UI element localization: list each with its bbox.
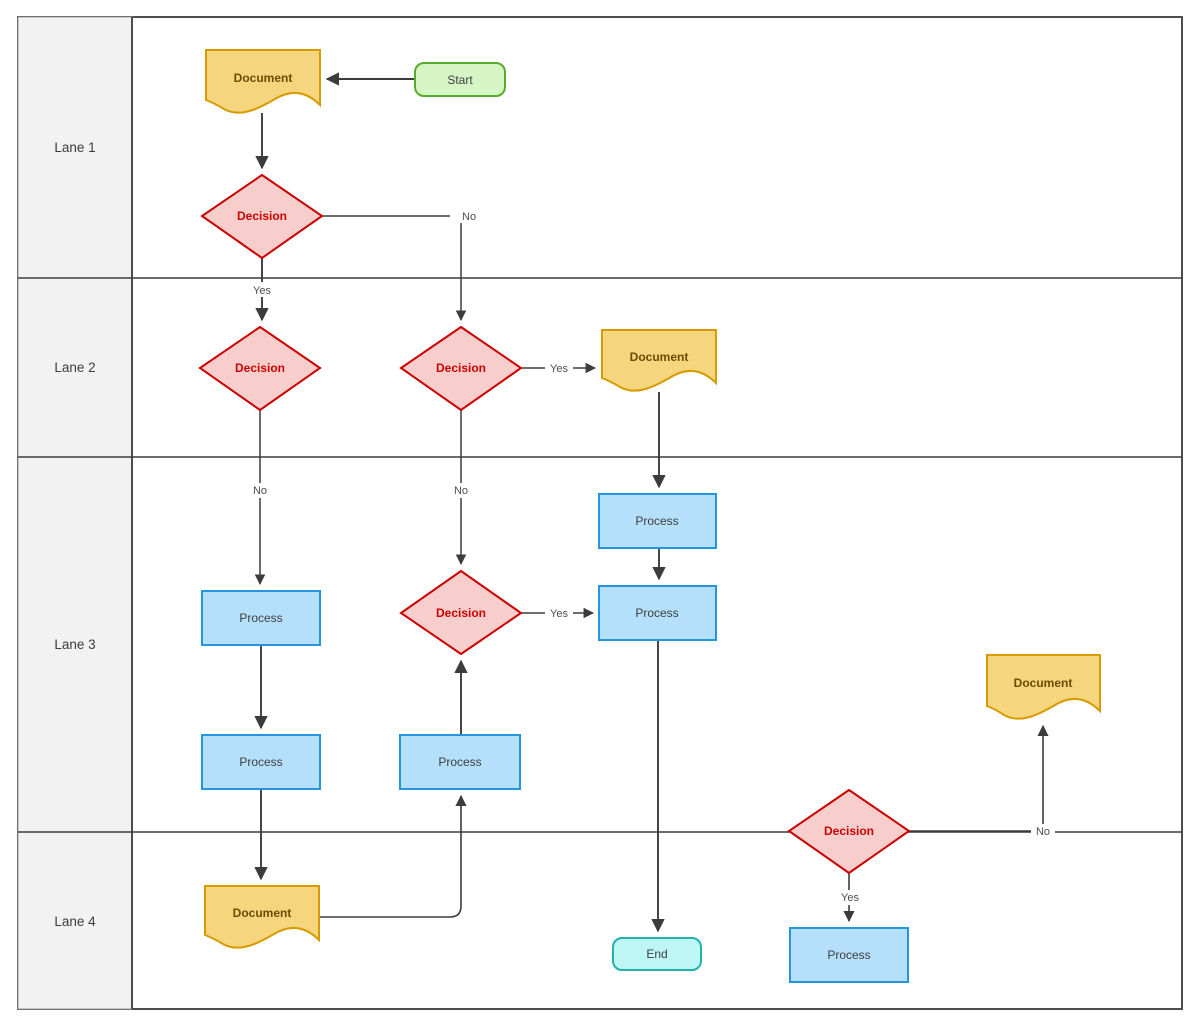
- edge-label-yes: Yes: [841, 892, 859, 904]
- lane-label: Lane 1: [54, 140, 95, 155]
- node-label-document: Document: [630, 350, 689, 364]
- node-decision-5[interactable]: Decision: [787, 788, 911, 875]
- edge-label-no: No: [253, 485, 267, 497]
- node-label-process: Process: [438, 755, 481, 769]
- node-label-decision: Decision: [824, 824, 874, 838]
- lane-header-lane1[interactable]: Lane 1: [17, 16, 133, 279]
- lane-header-lane3[interactable]: Lane 3: [17, 456, 133, 833]
- lane-header-lane2[interactable]: Lane 2: [17, 277, 133, 458]
- node-label-start: Start: [447, 73, 473, 87]
- node-label-decision: Decision: [235, 361, 285, 375]
- connectors: [254, 72, 1049, 933]
- lane-label: Lane 4: [54, 914, 96, 929]
- node-label-decision: Decision: [436, 606, 486, 620]
- node-label-process: Process: [635, 514, 678, 528]
- node-label-process: Process: [827, 948, 870, 962]
- node-label-document: Document: [234, 71, 293, 85]
- node-label-decision: Decision: [436, 361, 486, 375]
- node-document-2[interactable]: Document: [601, 329, 717, 392]
- node-label-document: Document: [1014, 676, 1073, 690]
- node-process-6[interactable]: Process: [789, 927, 909, 983]
- node-process-1[interactable]: Process: [598, 493, 717, 549]
- edge-label-yes: Yes: [550, 608, 568, 620]
- node-process-5[interactable]: Process: [399, 734, 521, 790]
- node-process-4[interactable]: Process: [201, 734, 321, 790]
- edge-label-yes: Yes: [550, 363, 568, 375]
- edge-label-no: No: [462, 211, 476, 223]
- node-decision-1[interactable]: Decision: [200, 173, 324, 260]
- node-label-end: End: [646, 947, 667, 961]
- node-start[interactable]: Start: [414, 62, 506, 97]
- node-label-process: Process: [239, 755, 282, 769]
- node-document-3[interactable]: Document: [986, 654, 1101, 720]
- edge-label-no: No: [454, 485, 468, 497]
- node-label-document: Document: [233, 906, 292, 920]
- edge-labels: No Yes Yes No No Yes No Yes: [248, 208, 1055, 905]
- lane-label: Lane 3: [54, 637, 95, 652]
- node-document-4[interactable]: Document: [204, 885, 320, 949]
- node-decision-3[interactable]: Decision: [399, 325, 523, 412]
- node-label-process: Process: [239, 611, 282, 625]
- lane-header-lane4[interactable]: Lane 4: [17, 831, 133, 1010]
- pool: Lane 1 Lane 2 Lane 3 Lane 4: [17, 16, 1183, 1010]
- edge-label-yes: Yes: [253, 285, 271, 297]
- lane-label: Lane 2: [54, 360, 95, 375]
- node-decision-4[interactable]: Decision: [399, 569, 523, 656]
- node-label-process: Process: [635, 606, 678, 620]
- node-document-1[interactable]: Document: [205, 49, 321, 114]
- node-decision-2[interactable]: Decision: [198, 325, 322, 412]
- node-process-2[interactable]: Process: [598, 585, 717, 641]
- node-end[interactable]: End: [612, 937, 702, 971]
- edge-document4-to-process5: [319, 794, 467, 918]
- node-process-3[interactable]: Process: [201, 590, 321, 646]
- node-label-decision: Decision: [237, 209, 287, 223]
- edge-label-no: No: [1036, 826, 1050, 838]
